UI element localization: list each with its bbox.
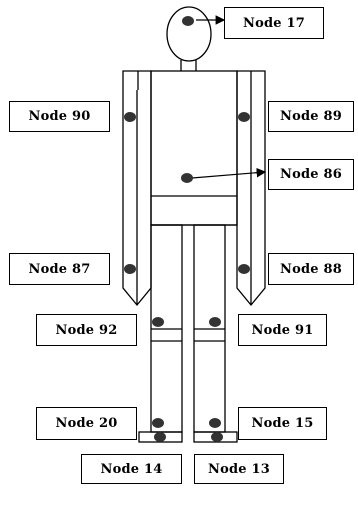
label-node-92: Node 92 (36, 314, 137, 346)
torso-shape (150, 70, 238, 226)
node-dot-86 (181, 173, 193, 183)
node-dot-13 (211, 432, 223, 442)
label-node-86: Node 86 (268, 159, 354, 190)
label-node-13: Node 13 (194, 454, 284, 484)
label-node-15: Node 15 (238, 407, 327, 440)
label-node-90: Node 90 (9, 101, 110, 132)
right-foot-shape (193, 431, 238, 443)
node-dot-89 (238, 112, 250, 122)
label-node-88: Node 88 (268, 253, 354, 285)
node-dot-88 (238, 264, 250, 274)
label-node-14: Node 14 (81, 454, 182, 484)
node-dot-87 (124, 264, 136, 274)
label-node-91: Node 91 (238, 314, 327, 346)
label-node-20: Node 20 (36, 407, 137, 440)
left-foot-shape (138, 431, 183, 443)
node-dot-15 (209, 418, 221, 428)
node-dot-17 (182, 16, 194, 26)
label-node-87: Node 87 (9, 253, 110, 285)
node-dot-14 (154, 432, 166, 442)
node-dot-91 (209, 317, 221, 327)
node-dot-20 (152, 418, 164, 428)
left-arm-shape (122, 70, 152, 307)
right-arm-shape (236, 70, 266, 307)
node-dot-90 (124, 112, 136, 122)
label-node-17: Node 17 (224, 7, 324, 39)
head-shape (166, 6, 212, 62)
arrow-node-86 (191, 167, 267, 179)
label-node-89: Node 89 (268, 101, 354, 132)
node-dot-92 (152, 317, 164, 327)
